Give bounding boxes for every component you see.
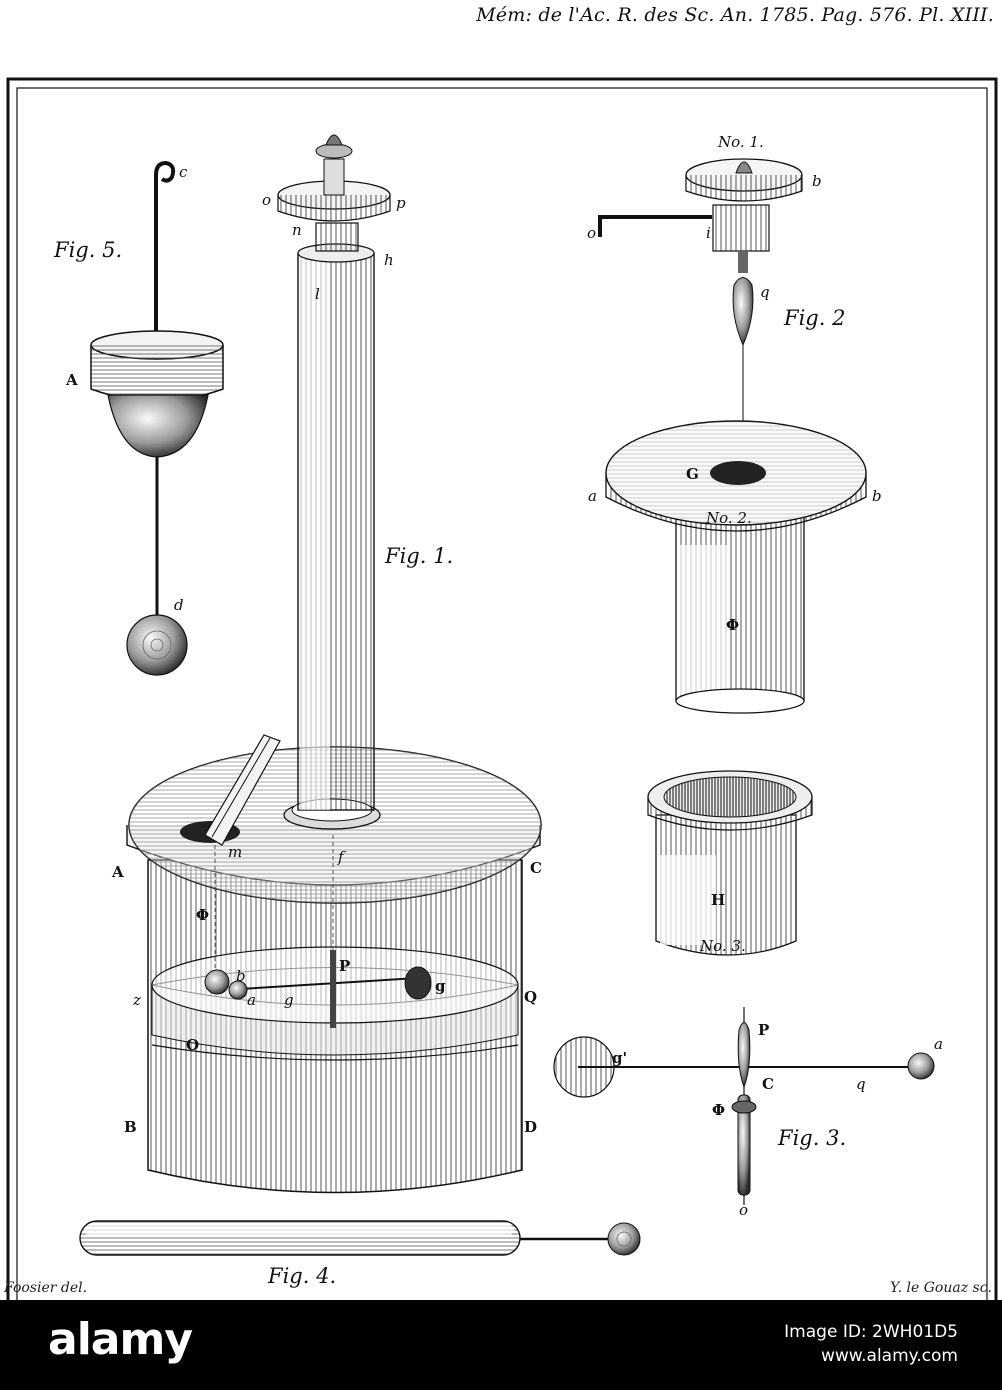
fig5-pendulum xyxy=(90,160,224,676)
watermark-footer: alamy Image ID: 2WH01D5 www.alamy.com xyxy=(0,1300,1002,1390)
fig2-no1-head xyxy=(598,158,803,465)
fig1-label-O: O xyxy=(186,1036,199,1054)
credit-draftsman: Foosier del. xyxy=(4,1280,88,1296)
fig1-label-C: C xyxy=(530,859,542,877)
fig2-label-i: i xyxy=(706,224,711,242)
fig5-label-A: A xyxy=(65,371,78,389)
fig3-caption: Fig. 3. xyxy=(777,1126,846,1150)
fig1-caption: Fig. 1. xyxy=(384,544,453,568)
fig1-label-o: o xyxy=(262,191,271,209)
fig5-label-c: c xyxy=(179,163,188,181)
fig1-label-m: m xyxy=(228,843,242,861)
fig2-no1-label: No. 1. xyxy=(717,133,764,151)
no3-label-H: H xyxy=(711,891,725,909)
fig4-caption: Fig. 4. xyxy=(267,1264,336,1288)
fig1-label-B: B xyxy=(124,1118,137,1136)
fig1-label-a: a xyxy=(247,991,256,1009)
fig2-no2-disc xyxy=(605,420,867,714)
fig1-label-D: D xyxy=(524,1118,537,1136)
fig3-label-phi: Φ xyxy=(712,1101,725,1119)
fig1-torsion-balance xyxy=(126,134,542,1194)
fig3-label-o: o xyxy=(739,1201,748,1219)
fig1-label-A: A xyxy=(111,863,124,881)
fig1-label-p: p xyxy=(396,194,406,212)
no3-label: No. 3. xyxy=(699,937,746,955)
fig2-no2-label: No. 2. xyxy=(705,509,752,527)
fig2-label-b: b xyxy=(872,487,882,505)
fig1-label-g: g xyxy=(284,991,294,1009)
fig3-label-a: a xyxy=(934,1035,943,1053)
fig1-label-l: l xyxy=(315,285,320,303)
fig2-label-b-top: b xyxy=(812,172,822,190)
fig2-label-a: a xyxy=(588,487,597,505)
fig2-label-phi: Φ xyxy=(726,616,739,634)
fig1-label-Q: Q xyxy=(524,988,537,1006)
fig2-label-G: G xyxy=(686,465,699,483)
fig1-label-h: h xyxy=(384,251,394,269)
credit-engraver: Y. le Gouaz sc. xyxy=(890,1280,992,1296)
fig3-label-g: g' xyxy=(612,1049,627,1067)
fig5-caption: Fig. 5. xyxy=(53,238,122,262)
plate-header: Mém: de l'Ac. R. des Sc. An. 1785. Pag. … xyxy=(476,4,994,26)
fig1-label-phi: Φ xyxy=(196,906,209,924)
fig4-rod xyxy=(79,1220,641,1256)
site-url: www.alamy.com xyxy=(820,1346,958,1366)
fig2-label-o: o xyxy=(587,224,596,242)
fig2-caption: Fig. 2 xyxy=(783,306,845,330)
fig3-needle xyxy=(553,1007,935,1205)
fig1-label-g2: g xyxy=(435,977,446,995)
fig2-label-q: q xyxy=(760,283,770,301)
fig3-label-P: P xyxy=(758,1021,769,1039)
fig1-label-b: b xyxy=(236,967,246,985)
fig1-label-n: n xyxy=(292,221,302,239)
fig3-label-C: C xyxy=(762,1075,774,1093)
image-id: Image ID: 2WH01D5 xyxy=(784,1322,958,1342)
brand-logo: alamy xyxy=(48,1314,193,1365)
fig5-label-d: d xyxy=(174,596,184,614)
image-info: Image ID: 2WH01D5 www.alamy.com xyxy=(784,1320,958,1368)
fig3-label-q: q xyxy=(856,1075,866,1093)
fig1-label-f: f xyxy=(337,848,346,866)
fig1-label-P: P xyxy=(339,957,350,975)
no3-cup xyxy=(647,770,813,956)
fig1-label-z: z xyxy=(132,991,141,1009)
